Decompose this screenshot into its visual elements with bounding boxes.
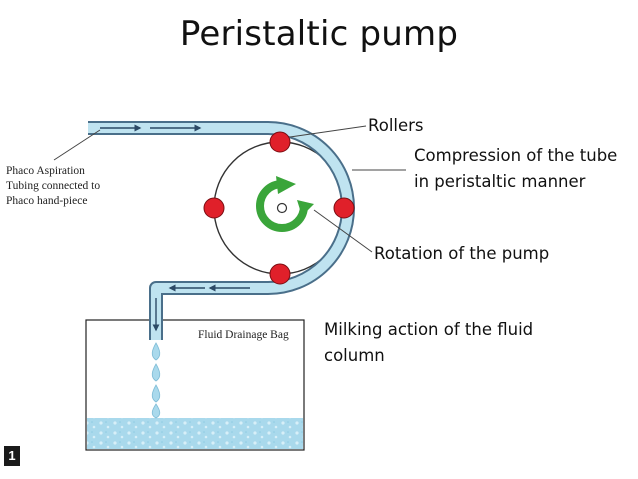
rollers [203,131,355,285]
label-milking-1: Milking action of the fluid [324,320,534,339]
label-rollers: Rollers [368,116,424,135]
roller [269,131,291,153]
roller [269,263,291,285]
roller [333,197,355,219]
label-phaco-2: Tubing connected to [6,180,101,192]
rotation-arrow-icon [256,176,314,232]
label-compression-1: Compression of the tube [414,146,618,165]
label-phaco-1: Phaco Aspiration [6,165,85,177]
pump-axle [276,202,288,214]
label-milking-2: column [324,346,385,365]
leader-phaco [53,129,101,161]
leader-rotation [313,209,373,253]
label-drainage-bag: Fluid Drainage Bag [198,329,289,341]
label-compression-2: in peristaltic manner [414,172,586,191]
leader-rollers [289,125,367,138]
roller [203,197,225,219]
drainage-bag [85,319,305,451]
label-rotation: Rotation of the pump [374,244,550,263]
fluid-droplets [151,342,161,419]
drainage-fluid [87,418,303,449]
page-title: Peristaltic pump [179,14,459,54]
slide-number: 1 [4,446,20,466]
label-phaco-3: Phaco hand-piece [6,195,88,207]
